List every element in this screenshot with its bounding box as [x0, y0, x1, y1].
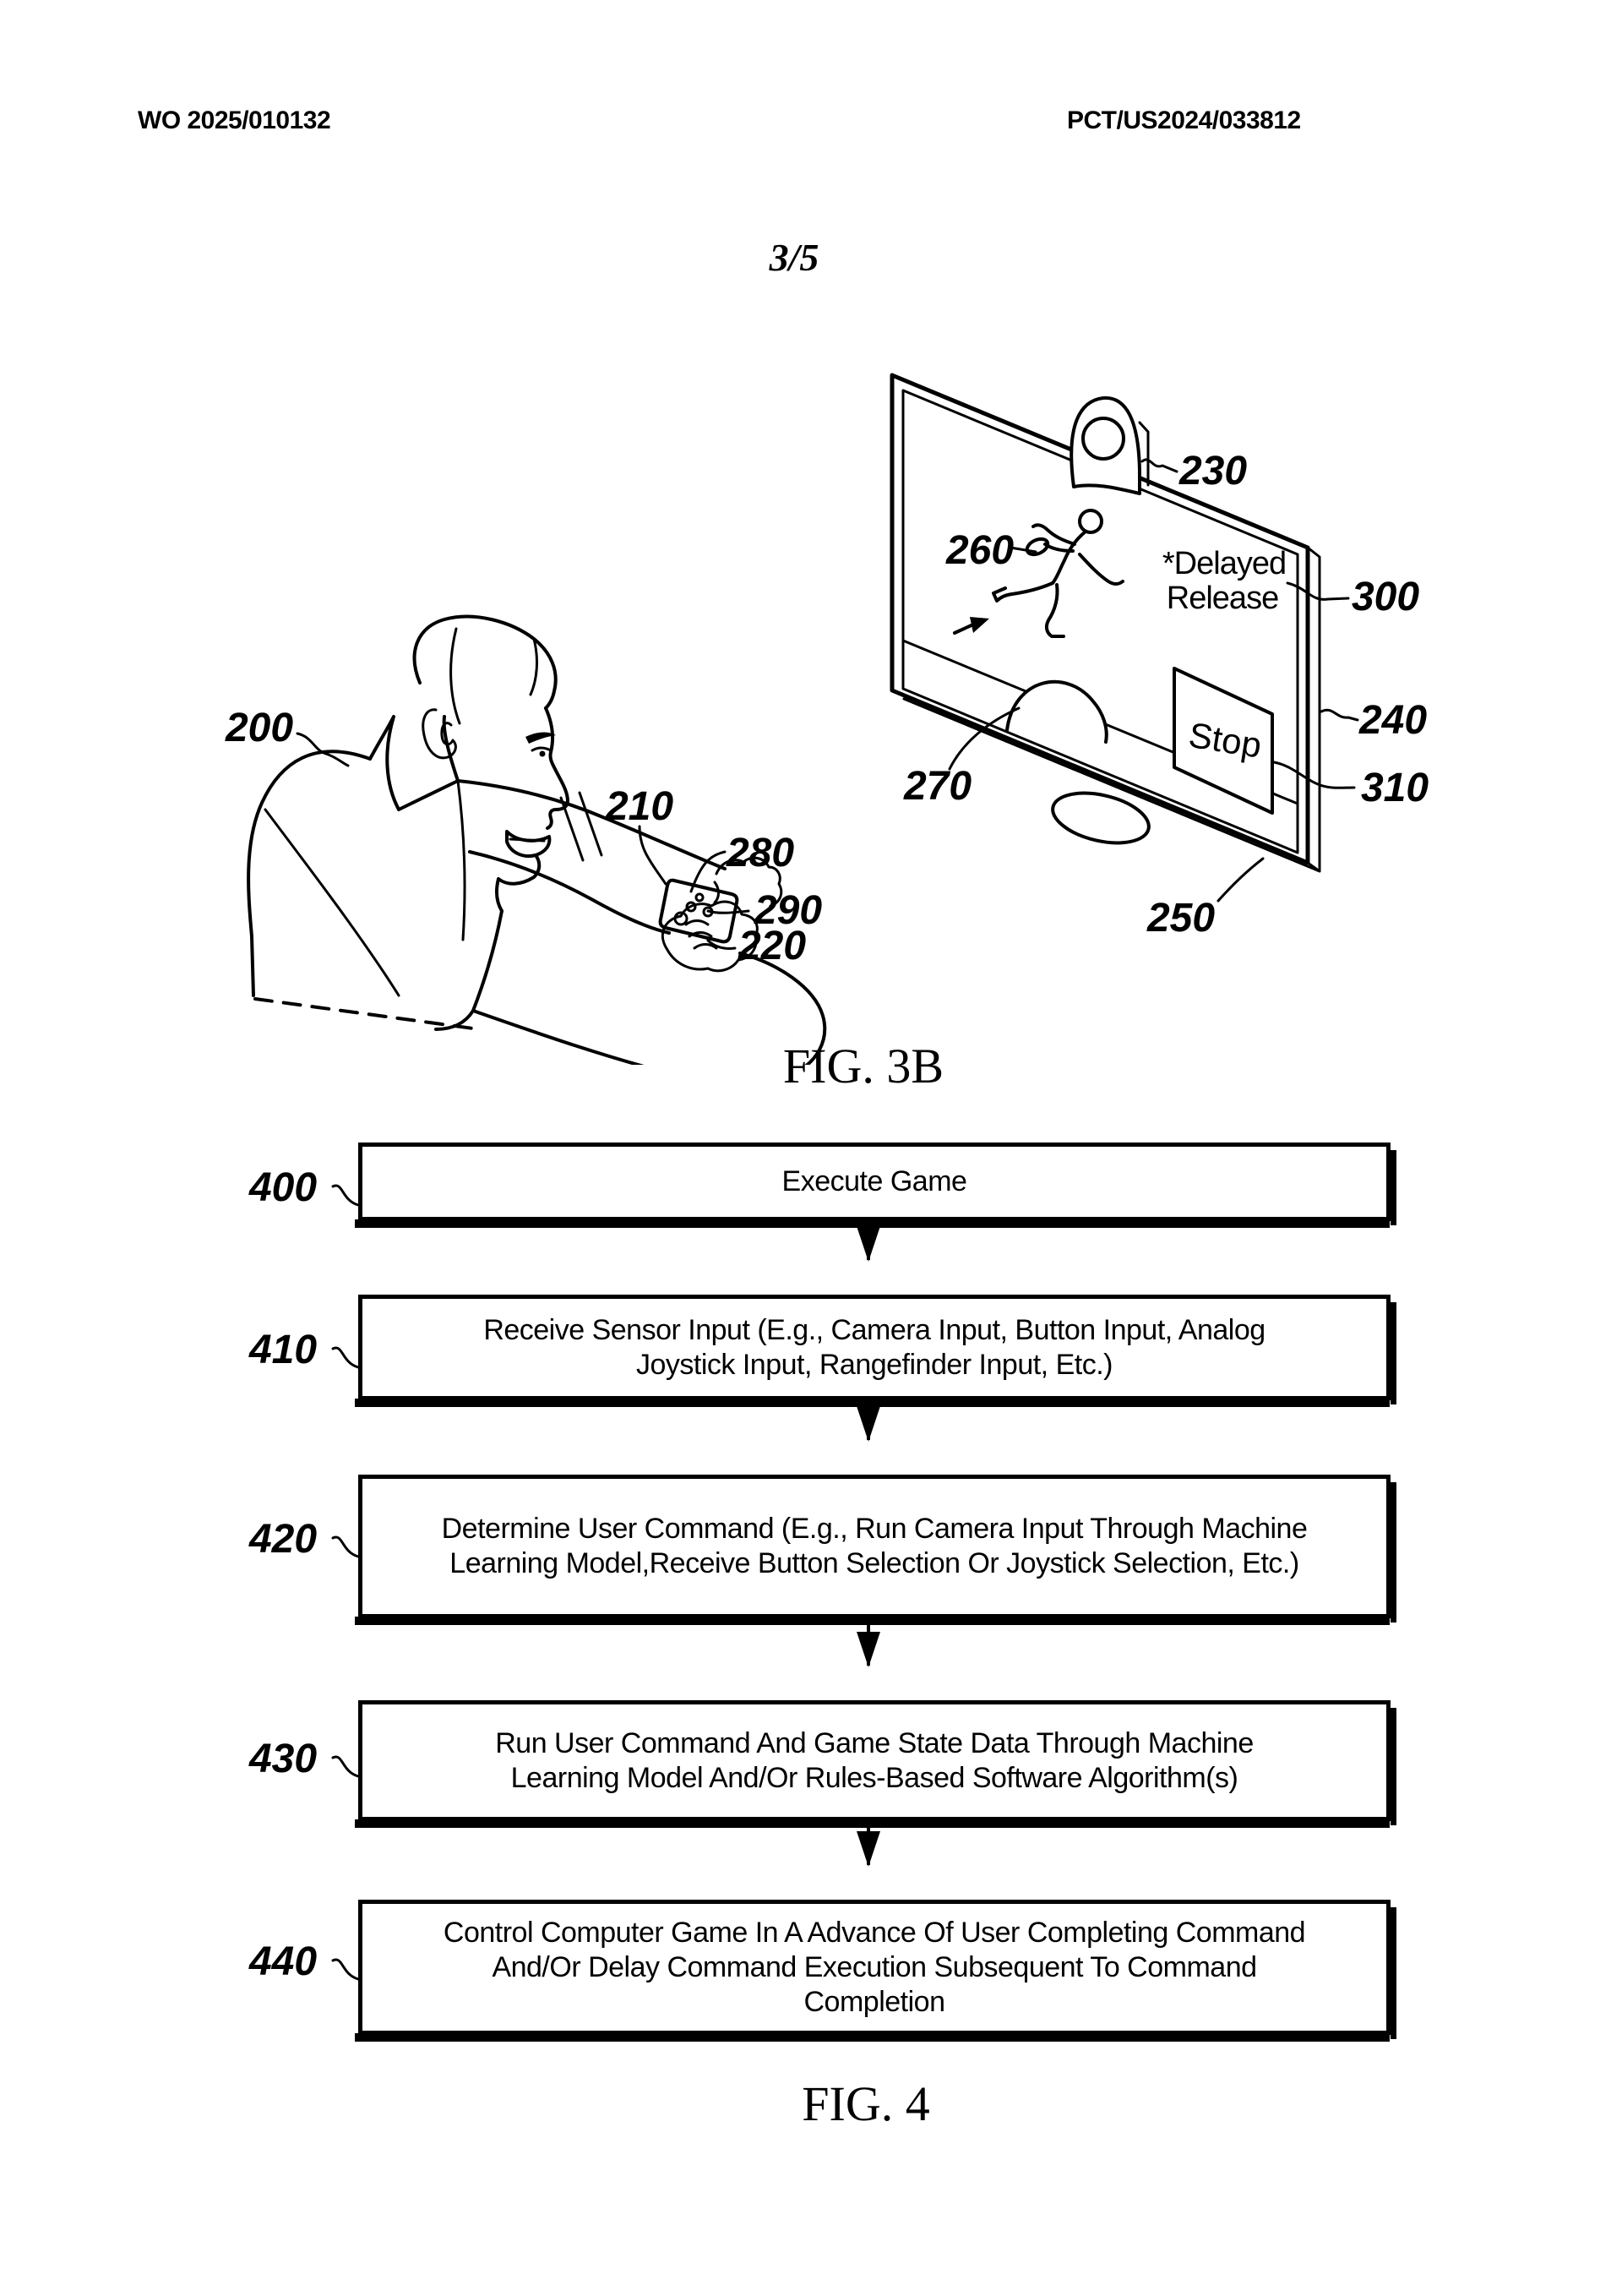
ref-430: 430 [248, 1737, 318, 1781]
ref-220: 220 [738, 924, 806, 968]
flow-arrow [857, 1823, 880, 1867]
flow-arrow [857, 1402, 880, 1442]
controller-button [702, 906, 714, 918]
sheet-indicator: 3/5 [769, 236, 819, 279]
tv-inner-frame [901, 389, 1299, 854]
ref-290: 290 [754, 888, 822, 933]
ref-400: 400 [248, 1165, 318, 1210]
controller-stick [673, 911, 689, 926]
flowchart-step-determine-command: Determine User Command (E.g., Run Camera… [355, 1475, 1396, 1625]
ref-310: 310 [1361, 766, 1429, 810]
stop-button-outline [1173, 667, 1274, 815]
controller-button [685, 901, 697, 913]
delayed-release-line1: *Delayed [1162, 546, 1286, 581]
flowchart-step-execute-game: Execute Game [355, 1143, 1396, 1228]
controller-button [694, 892, 705, 903]
ref-230: 230 [1178, 449, 1247, 494]
flowchart-step-run-model: Run User Command And Game State Data Thr… [355, 1700, 1396, 1828]
leader-lines [296, 458, 1359, 950]
game-character [992, 509, 1124, 638]
stop-button: Stop [1173, 667, 1274, 815]
stand-base [1051, 791, 1151, 845]
webcam-body [1070, 395, 1141, 495]
ref-260: 260 [945, 528, 1014, 573]
direction-arrow [953, 617, 989, 635]
tv-display [890, 373, 1321, 873]
webcam-lens [1081, 417, 1125, 461]
tv-screen-bottom-bezel [901, 639, 1299, 805]
ref-200: 200 [225, 706, 293, 750]
application-number: PCT/US2024/033812 [1067, 106, 1301, 134]
ref-280: 280 [726, 831, 794, 875]
tv-depth-edges [902, 546, 1321, 873]
publication-number: WO 2025/010132 [138, 106, 331, 134]
fig3b-drawing: Stop *Delayed Release [225, 373, 1429, 1065]
ref-300: 300 [1352, 575, 1419, 619]
user-figure [247, 614, 827, 1065]
delayed-release-line2: Release [1167, 581, 1278, 616]
ref-440: 440 [248, 1939, 318, 1984]
stop-button-label: Stop [1186, 715, 1265, 766]
webcam-depth [1138, 421, 1150, 487]
tv-stand [1005, 679, 1151, 845]
ref-270: 270 [903, 764, 972, 809]
game-controller [658, 878, 739, 944]
ref-210: 210 [605, 784, 673, 829]
flow-arrow [857, 1223, 880, 1262]
flowchart-step-receive-input: Receive Sensor Input (E.g., Camera Input… [355, 1295, 1396, 1407]
stand-dome [1005, 679, 1108, 744]
ref-250: 250 [1146, 896, 1215, 941]
delayed-release-annotation: *Delayed Release [1162, 546, 1287, 616]
ref-420: 420 [248, 1517, 318, 1562]
fig3b-caption: FIG. 3B [782, 1039, 944, 1093]
stand-neck [1083, 794, 1117, 832]
controller-body [658, 878, 739, 944]
fig4-caption: FIG. 4 [802, 2076, 930, 2131]
ref-240: 240 [1358, 698, 1427, 743]
tv-outer-frame [890, 373, 1310, 865]
webcam [1070, 395, 1150, 495]
ref-410: 410 [248, 1328, 318, 1372]
flowchart-step-control-game: Control Computer Game In A Advance Of Us… [355, 1900, 1396, 2042]
flow-arrow [857, 1620, 880, 1667]
